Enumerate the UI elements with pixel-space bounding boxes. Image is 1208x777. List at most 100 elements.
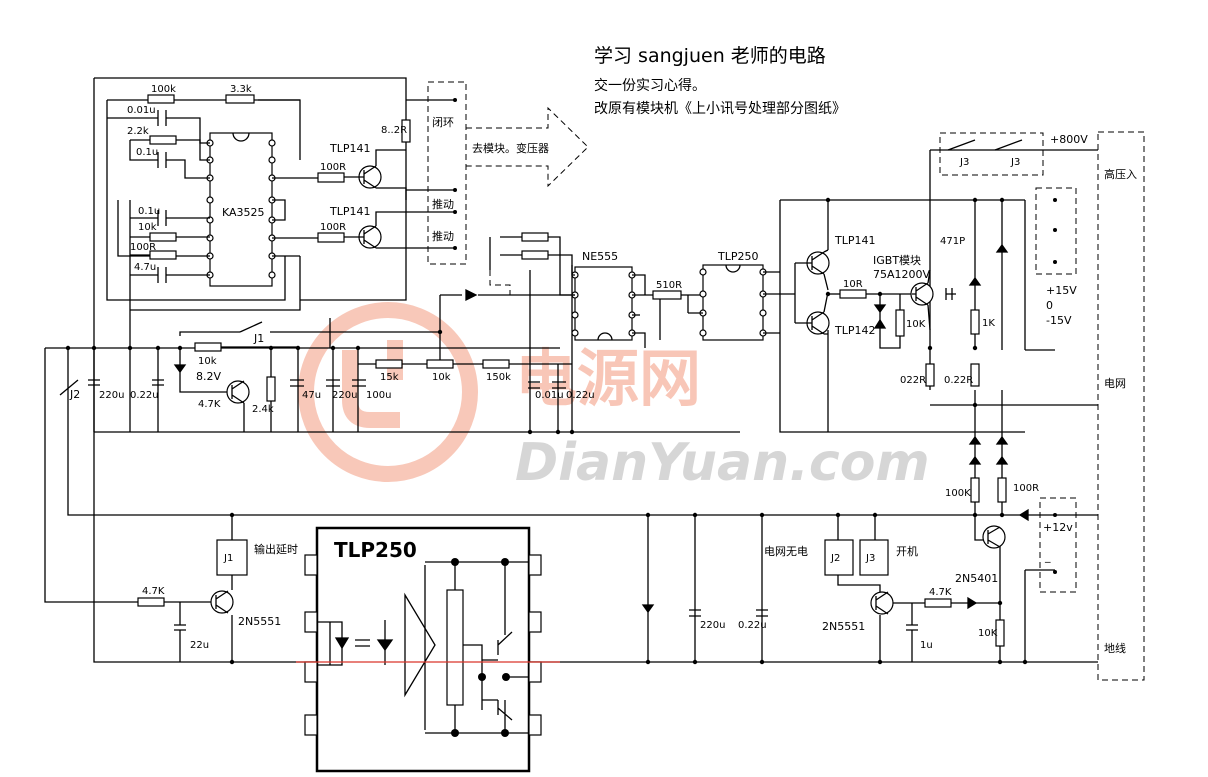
- r-100r-a: 100R: [130, 242, 156, 253]
- tlp141-c-label: TLP141: [834, 234, 875, 247]
- label-n15v: -15V: [1046, 314, 1072, 327]
- ka3525-peripherals: 100k 3.3k 0.01u 2.2k 0.1u 0.1u 10k 100R …: [107, 84, 320, 310]
- r-0-22r: 0.22R: [944, 375, 973, 386]
- r-10k-b: 10K: [906, 319, 926, 330]
- r-150k: 150k: [486, 372, 511, 383]
- watermark: 电源网 DianYuan.com: [298, 302, 930, 493]
- c-0-01u-a: 0.01u: [127, 105, 156, 116]
- diagram-title: 学习 sangjuen 老师的电路: [594, 45, 826, 67]
- label-minus: _: [1044, 550, 1051, 563]
- label-bihuan: 闭环: [432, 116, 454, 129]
- label-shuchu: 输出延时: [254, 542, 298, 556]
- c-1u: 1u: [920, 640, 933, 651]
- c-47u: 47u: [302, 390, 321, 401]
- subtitle-line-1: 交一份实习心得。: [594, 77, 706, 94]
- watermark-en: DianYuan.com: [515, 433, 930, 493]
- z-8-2v: 8.2V: [196, 370, 221, 383]
- label-dianwang: 电网: [1104, 377, 1126, 390]
- watermark-cn: 电源网: [515, 342, 701, 415]
- q-2n5401: 2N5401 10K: [955, 525, 1006, 647]
- j1-relay-section: J1 输出延时 4.7K 2N5551 22u: [137, 539, 298, 662]
- label-800v: +800V: [1050, 133, 1088, 146]
- c-471p: 471P: [940, 236, 965, 247]
- label-p15v: +15V: [1046, 284, 1077, 297]
- c-0-22u-a: 0.22u: [130, 390, 159, 401]
- r-100r-c: 100R: [320, 222, 346, 233]
- igbt-label-1: IGBT模块: [873, 254, 921, 267]
- output-connector: 闭环 推动 推动 去模块。变压器: [427, 81, 589, 265]
- ne555-label: NE555: [582, 250, 618, 263]
- r-10k-d: 10k: [432, 372, 451, 383]
- c-0-01u-b: 0.01u: [535, 390, 564, 401]
- igbt-module: IGBT模块 75A1200V 471P 1K 022R 0.22R 100K …: [873, 236, 1039, 503]
- tlp250-small-label: TLP250: [717, 250, 758, 263]
- ka3525-label: KA3525: [222, 206, 265, 219]
- tlp250-big-label: TLP250: [334, 538, 417, 562]
- j2-j3-relay-section: 220u 0.22u 电网无电 J2 J3 开机 2N5551 4.7K 1u: [641, 539, 952, 662]
- r-10r: 10R: [843, 279, 863, 290]
- label-j1: J1: [253, 332, 264, 345]
- r-4-7k-a: 4.7K: [198, 399, 221, 410]
- push-pull-stage: TLP141 TLP142 10R 10K: [794, 234, 926, 349]
- r-10k-e: 10K: [978, 628, 998, 639]
- ka3525-ic: KA3525: [209, 132, 273, 287]
- label-dixian: 地线: [1104, 641, 1126, 655]
- arrow-text: 去模块。变压器: [472, 141, 549, 155]
- label-2n5551-b: 2N5551: [822, 620, 865, 633]
- r-100r-d: 100R: [1013, 483, 1039, 494]
- tlp142-label: TLP142: [834, 324, 875, 337]
- relay-j1-label: J1: [223, 553, 233, 564]
- power-section: J2 220u 0.22u 8.2V 10k 4.7K 2.4k 47u 220…: [59, 318, 595, 432]
- label-dianwang-wudian: 电网无电: [764, 545, 808, 558]
- label-zero: 0: [1046, 299, 1053, 312]
- c-0-1u-b: 0.1u: [138, 206, 160, 217]
- r-15k: 15k: [380, 372, 399, 383]
- r-8-2r: 8..2R: [381, 125, 407, 136]
- r-100k: 100K: [945, 488, 971, 499]
- tlp141-drivers: 100R TLP141 100R TLP141 8..2R: [317, 99, 455, 249]
- igbt-label-2: 75A1200V: [873, 268, 931, 281]
- c-220u-a: 220u: [99, 390, 124, 401]
- r-510r: 510R: [656, 280, 682, 291]
- right-terminal: 高压入 电网 地线 +12v _: [1018, 131, 1145, 681]
- subtitle-line-2: 改原有模块机《上小讯号处理部分图纸》: [594, 101, 846, 117]
- r-10k-a: 10k: [138, 222, 157, 233]
- tlp250-small: TLP250: [687, 250, 795, 341]
- r-100k: 100k: [151, 84, 176, 95]
- c-4-7u: 4.7u: [134, 262, 156, 273]
- label-j3-b: J3: [1010, 157, 1020, 168]
- junction-dots: [65, 197, 1028, 665]
- r-4-7k-c: 4.7K: [929, 587, 952, 598]
- relay-j2-label: J2: [830, 553, 840, 564]
- r-1k: 1K: [982, 318, 995, 329]
- c-220u-b: 220u: [332, 390, 357, 401]
- ne555-ic: NE555 510R: [439, 232, 702, 360]
- label-gaoyaru: 高压入: [1104, 167, 1137, 181]
- r-100r-b: 100R: [320, 162, 346, 173]
- r-2-2k: 2.2k: [127, 126, 149, 137]
- c-100u: 100u: [366, 390, 391, 401]
- r-10k-c: 10k: [198, 356, 217, 367]
- label-j3-a: J3: [959, 157, 969, 168]
- j3-switches: J3 J3 +800V +15V 0 -15V: [939, 132, 1088, 351]
- c-0-22u-b: 0.22u: [566, 390, 595, 401]
- label-p12v: +12v: [1043, 521, 1073, 534]
- label-tuidong-1: 推动: [432, 197, 454, 211]
- r-4-7k-b: 4.7K: [142, 586, 165, 597]
- r-2-4k: 2.4k: [252, 404, 274, 415]
- label-j2: J2: [69, 388, 80, 401]
- tlp141-a-label: TLP141: [329, 142, 370, 155]
- label-2n5551-a: 2N5551: [238, 615, 281, 628]
- label-tuidong-2: 推动: [432, 229, 454, 243]
- r-022r: 022R: [900, 375, 926, 386]
- c-0-1u-a: 0.1u: [136, 147, 158, 158]
- label-kaiji: 开机: [896, 544, 918, 558]
- c-22u: 22u: [190, 640, 209, 651]
- c-220u-c: 220u: [700, 620, 725, 631]
- relay-j3-label: J3: [865, 553, 875, 564]
- label-2n5401: 2N5401: [955, 572, 998, 585]
- r-3-3k: 3.3k: [230, 84, 252, 95]
- tlp141-b-label: TLP141: [329, 205, 370, 218]
